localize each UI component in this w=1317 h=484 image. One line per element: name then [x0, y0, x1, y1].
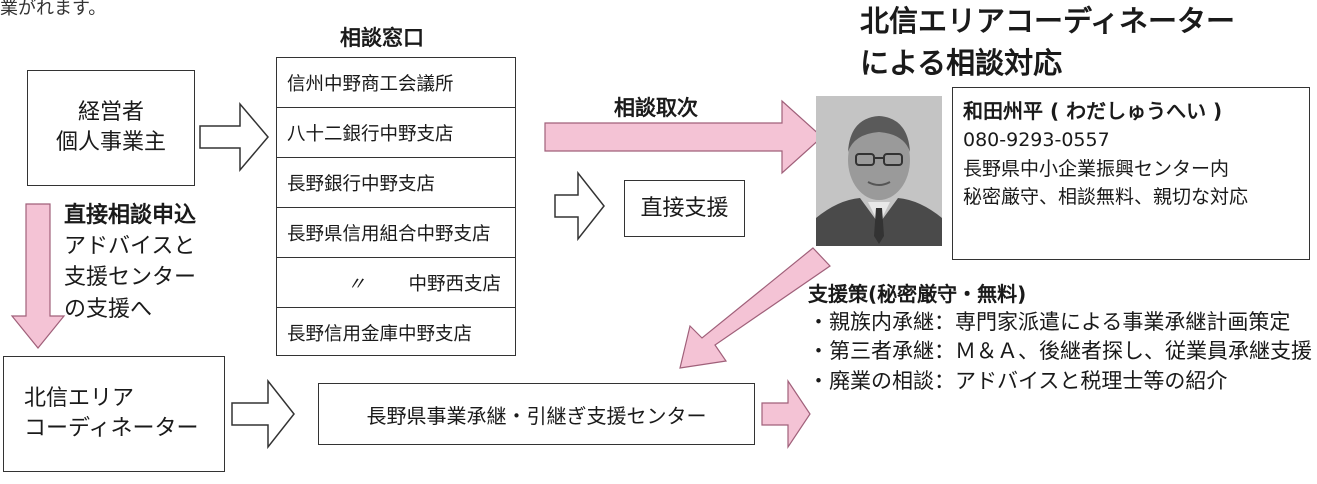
clipped-text: 業がれます。 [0, 0, 107, 19]
support-measure-item: ・廃業の相談：アドバイスと税理士等の紹介 [808, 368, 1228, 393]
window-row: 信州中野商工会議所 [277, 58, 515, 108]
owner-box: 経営者 個人事業主 [27, 70, 195, 186]
portrait-illustration [816, 96, 942, 246]
coordinator-title: 北信エリアコーディネーター による相談対応 [860, 0, 1235, 84]
direct-consult-line3: 支援センター [64, 265, 197, 291]
support-measures-heading: 支援策(秘密厳守・無料) [808, 282, 1027, 306]
window-row: 長野信用金庫中野支店 [287, 323, 473, 345]
area-coordinator-box: 北信エリア コーディネーター [3, 356, 225, 472]
coordinator-name: 和田州平 ( わだしゅうへい ) [963, 99, 1223, 123]
arrow-coordinator-to-center [679, 247, 831, 369]
support-measure-item: ・親族内承継：専門家派遣による事業承継計画策定 [808, 310, 1291, 334]
window-row: 長野県信用組合中野支店 [277, 208, 515, 258]
direct-support-box: 直接支援 [624, 180, 745, 237]
windows-heading: 相談窓口 [340, 26, 424, 50]
coordinator-title-line1: 北信エリアコーディネーター [860, 4, 1235, 38]
coordinator-note: 秘密厳守、相談無料、親切な対応 [963, 186, 1249, 208]
window-row-ditto: 〃 中野西支店 [277, 258, 515, 308]
coordinator-phone: 080-9293-0557 [963, 129, 1110, 151]
coordinator-title-line2: による相談対応 [860, 46, 1063, 81]
area-line1: 北信エリア [24, 386, 135, 412]
direct-consult-heading: 直接相談申込 [64, 203, 197, 228]
window-row: 八十二銀行中野支店 [277, 108, 515, 158]
support-measures: 支援策(秘密厳守・無料) ・親族内承継：専門家派遣による事業承継計画策定 ・第三… [808, 280, 1317, 396]
referral-label: 相談取次 [614, 96, 698, 120]
window-row-label: 中野西支店 [408, 273, 501, 295]
direct-consult-text: 直接相談申込 アドバイスと 支援センター の支援へ [64, 200, 196, 325]
window-row: 長野銀行中野支店 [277, 158, 515, 208]
arrow-owner-down [10, 203, 66, 349]
support-measure-item: ・第三者承継：Ｍ＆Ａ、後継者探し、従業員承継支援 [808, 339, 1312, 364]
ditto-mark: 〃 [347, 273, 366, 295]
windows-list: 信州中野商工会議所 八十二銀行中野支店 長野銀行中野支店 長野県信用組合中野支店… [276, 57, 516, 356]
arrow-referral [544, 99, 823, 175]
arrow-area-to-center [231, 378, 295, 450]
support-center-box: 長野県事業承継・引継ぎ支援センター [318, 383, 755, 445]
owner-line2: 個人事業主 [55, 130, 166, 155]
area-line2: コーディネーター [24, 416, 199, 441]
direct-consult-line4: の支援へ [64, 296, 153, 322]
arrow-to-direct-support [554, 170, 605, 242]
arrow-owner-to-windows [199, 101, 269, 173]
coordinator-card: 和田州平 ( わだしゅうへい ) 080-9293-0557 長野県中小企業振興… [952, 87, 1310, 260]
owner-line1: 経営者 [77, 100, 144, 126]
coordinator-location: 長野県中小企業振興センター内 [963, 157, 1230, 180]
coordinator-photo [816, 96, 942, 246]
arrow-center-to-support [761, 379, 811, 449]
direct-consult-line2: アドバイスと [64, 234, 196, 260]
